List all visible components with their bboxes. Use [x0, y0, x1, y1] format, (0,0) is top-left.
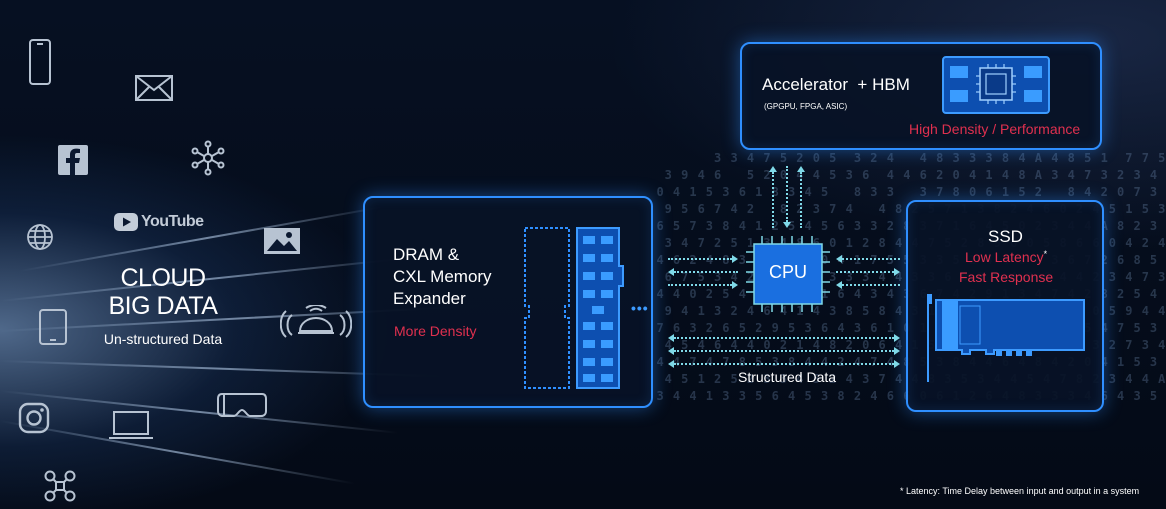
ssd-fast-response: Fast Response [959, 269, 1054, 285]
ssd-low-latency: Low Latency [965, 249, 1044, 265]
globe-icon [27, 224, 53, 250]
cpu-chip [746, 236, 830, 312]
latency-footnote: * Latency: Time Delay between input and … [900, 486, 1140, 496]
dram-title-line1: DRAM & [393, 245, 460, 264]
instagram-icon [18, 402, 50, 434]
cloud-big-data-title: CLOUD BIG DATA [80, 264, 246, 320]
hbm-chip-icon [942, 56, 1050, 114]
accelerator-title: Accelerator + HBM [762, 75, 910, 94]
title-line-big-data: BIG DATA [108, 292, 218, 320]
connected-car-icon [280, 305, 352, 338]
ssd-tagline-row: Low Latency* [965, 249, 1047, 267]
unstructured-data-label: Un-structured Data [103, 331, 223, 347]
ssd-asterisk: * [1043, 249, 1048, 259]
tablet-icon [39, 309, 67, 345]
dram-tagline: More Density [394, 323, 477, 339]
accelerator-tagline: High Density / Performance [909, 121, 1081, 137]
dram-cxl-panel: DRAM & CXL Memory Expander More Density … [363, 196, 653, 408]
youtube-wordmark: YouTube [141, 213, 204, 230]
structured-data-label: Structured Data [738, 369, 837, 385]
dram-title: DRAM & CXL Memory Expander [393, 244, 492, 310]
dram-module-outline-icon [524, 227, 570, 389]
laptop-icon [109, 411, 153, 439]
dram-title-line3: Expander [393, 289, 466, 308]
mail-icon [135, 75, 173, 101]
cpu-label: CPU [768, 262, 807, 282]
drone-icon [44, 470, 76, 502]
smartphone-icon [29, 39, 51, 85]
image-icon [264, 228, 300, 254]
title-line-cloud: CLOUD [120, 264, 206, 292]
ssd-card-icon [927, 294, 1085, 382]
ssd-title: SSD [988, 227, 1023, 246]
ssd-panel: SSD Low Latency* Fast Response [906, 200, 1104, 412]
accelerator-hbm-panel: Accelerator + HBM (GPGPU, FPGA, ASIC) Hi… [740, 42, 1102, 150]
facebook-icon [58, 145, 88, 175]
youtube-icon [114, 213, 138, 231]
vr-headset-icon [217, 393, 267, 417]
cxl-memory-module-icon [576, 227, 624, 389]
dram-title-line2: CXL Memory [393, 267, 492, 286]
network-icon [191, 140, 225, 176]
more-modules-ellipsis: ••• [631, 300, 649, 316]
accelerator-subtitle: (GPGPU, FPGA, ASIC) [764, 102, 848, 111]
youtube-logo: YouTube [114, 212, 204, 232]
